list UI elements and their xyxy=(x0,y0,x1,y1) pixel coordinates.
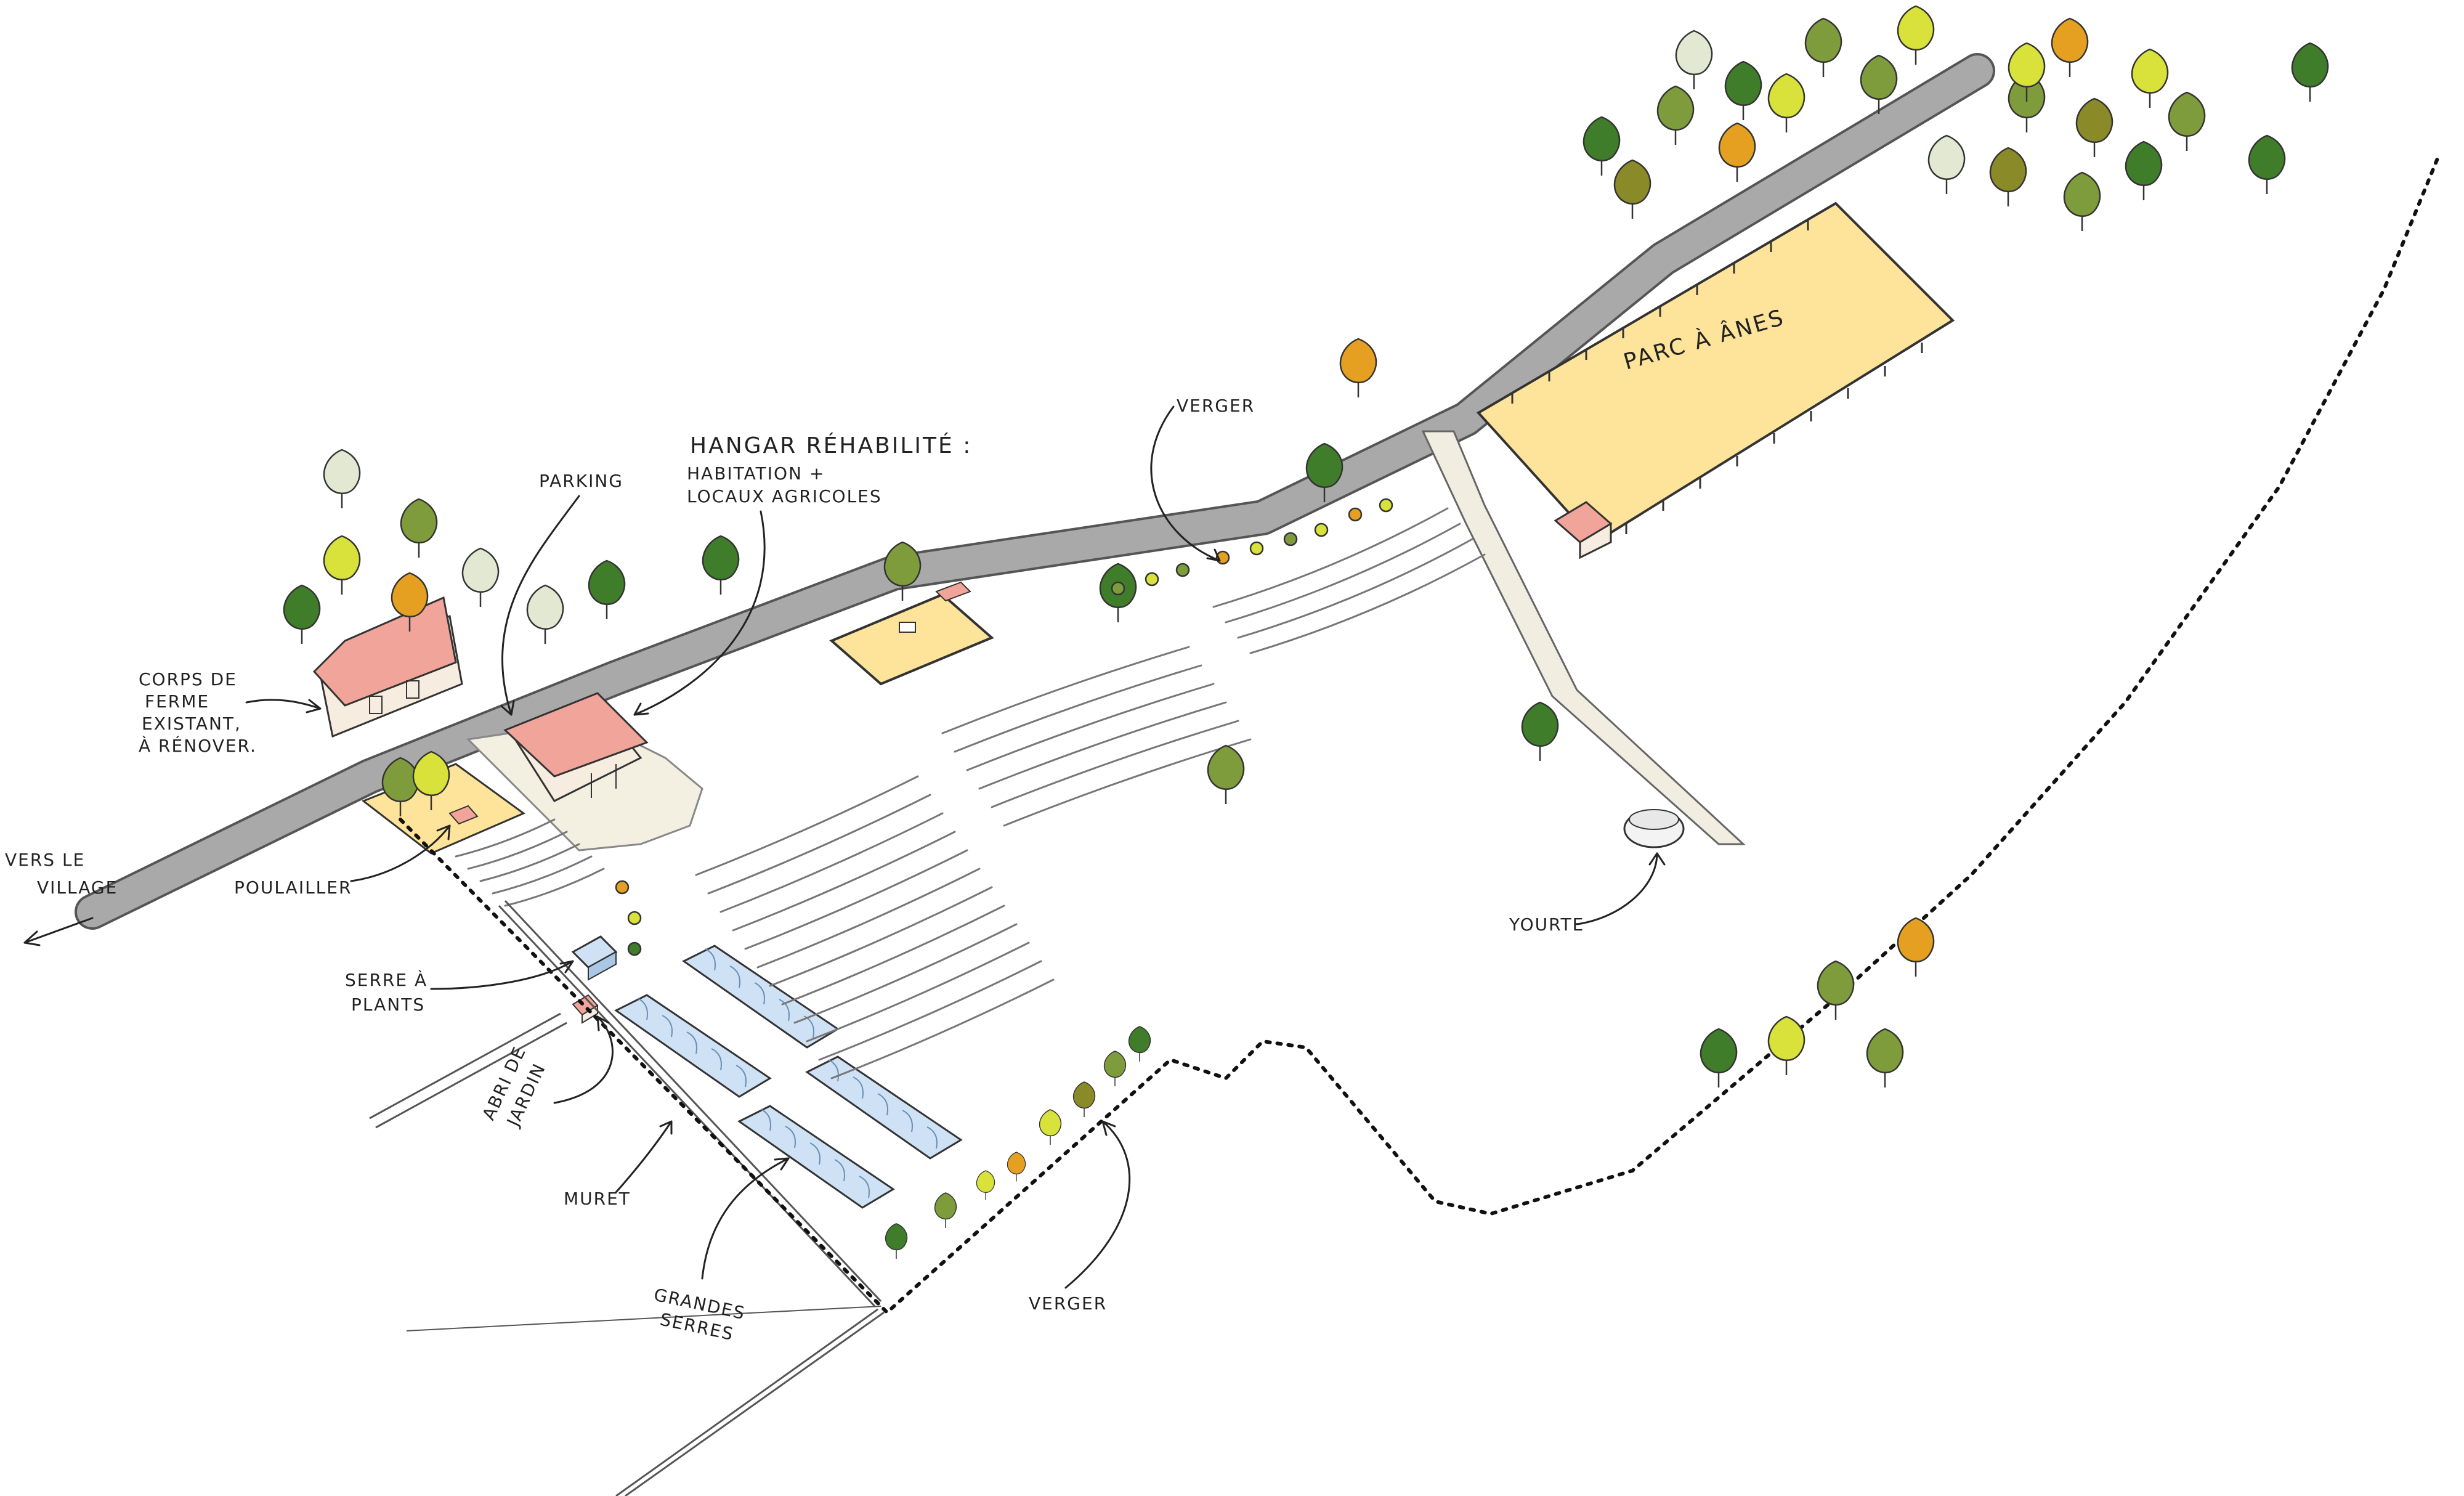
svg-text:À RÉNOVER.: À RÉNOVER. xyxy=(139,735,257,756)
svg-text:FERME: FERME xyxy=(145,691,209,712)
property-boundary xyxy=(399,152,2441,1315)
large-greenhouses xyxy=(614,945,963,1209)
small-enclosure xyxy=(829,581,994,686)
svg-text:LOCAUX AGRICOLES: LOCAUX AGRICOLES xyxy=(687,486,882,506)
annotation-large-greenhouses: GRANDES SERRES xyxy=(652,1157,790,1344)
svg-text:SERRE À: SERRE À xyxy=(345,969,428,990)
svg-text:YOURTE: YOURTE xyxy=(1509,914,1584,935)
donkey-park: PARC À ÂNES xyxy=(1476,201,1955,544)
svg-text:CORPS DE: CORPS DE xyxy=(139,669,237,689)
svg-text:HANGAR RÉHABILITÉ :: HANGAR RÉHABILITÉ : xyxy=(690,433,972,458)
svg-text:VERGER: VERGER xyxy=(1029,1293,1107,1314)
orchard-row-small xyxy=(615,498,1393,956)
annotation-hangar: HANGAR RÉHABILITÉ : HABITATION + LOCAUX … xyxy=(633,433,972,716)
hangar xyxy=(503,692,649,802)
svg-text:MURET: MURET xyxy=(564,1189,631,1209)
annotation-orchard-top: VERGER xyxy=(1150,396,1255,562)
tree-cluster-top-right xyxy=(1583,5,2329,232)
svg-text:POULAILLER: POULAILLER xyxy=(234,877,352,898)
svg-text:VILLAGE: VILLAGE xyxy=(37,877,118,898)
annotation-seedling-greenhouse: SERRE À PLANTS xyxy=(345,960,574,1015)
track-to-yurt xyxy=(1421,430,1746,845)
svg-text:EXISTANT,: EXISTANT, xyxy=(142,713,241,734)
tree-cluster-bottom-right xyxy=(1700,917,1935,1089)
annotation-orchard-bottom: VERGER xyxy=(1029,1120,1131,1314)
crop-rows xyxy=(455,507,1486,1079)
annotation-low-wall: MURET xyxy=(564,1120,673,1209)
svg-text:PARKING: PARKING xyxy=(539,471,623,491)
svg-text:VERGER: VERGER xyxy=(1177,396,1255,416)
donkey-shelter xyxy=(1554,501,1613,559)
annotation-yurt: YOURTE xyxy=(1509,852,1666,935)
svg-text:VERS LE: VERS LE xyxy=(5,850,85,870)
svg-text:HABITATION +: HABITATION + xyxy=(687,463,825,484)
annotation-parking: PARKING xyxy=(500,471,623,716)
garden-shed xyxy=(572,994,599,1024)
farmhouse xyxy=(312,596,463,738)
annotation-farmhouse: CORPS DE FERME EXISTANT, À RÉNOVER. xyxy=(139,669,322,756)
svg-text:PLANTS: PLANTS xyxy=(351,994,425,1015)
seedling-greenhouse xyxy=(571,935,618,981)
annotation-village: VERS LE VILLAGE xyxy=(5,850,118,946)
annotation-henhouse: POULAILLER xyxy=(234,824,451,898)
yurt xyxy=(1623,809,1685,848)
